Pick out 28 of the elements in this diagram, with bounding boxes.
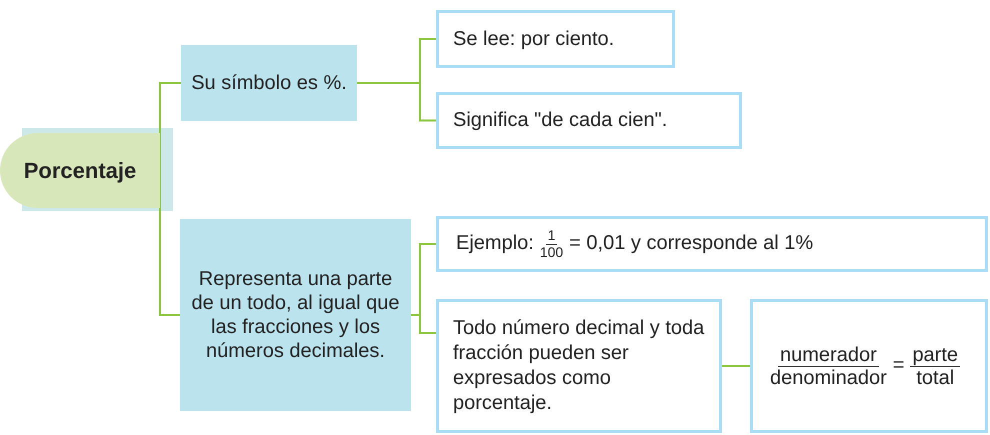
- detail-text: Significa "de cada cien".: [453, 108, 668, 133]
- connector-line: [159, 82, 181, 172]
- connector-line: [411, 314, 436, 334]
- connector-line: [722, 365, 750, 367]
- fraction-denominator: denominador: [770, 366, 887, 388]
- equals-sign: =: [892, 354, 904, 376]
- connector-line: [357, 82, 436, 122]
- connector-line: [159, 170, 180, 316]
- example-text: Ejemplo:: [456, 232, 534, 254]
- concept-box: [181, 45, 357, 121]
- fraction-denominator: total: [916, 366, 954, 388]
- detail-text: Todo número decimal y toda fracción pueden ser expresados como porcentaje.: [453, 316, 705, 416]
- detail-box: [436, 299, 722, 433]
- concept-text: Representa una parte de un todo, al igual que las fracciones y los números decimales.: [190, 267, 400, 363]
- concept-text: Su símbolo es %.: [191, 71, 347, 95]
- concept-box: [180, 219, 411, 411]
- detail-text: Se lee: por ciento.: [453, 26, 614, 52]
- topic-box: [0, 133, 160, 208]
- topic-title: Porcentaje: [24, 158, 136, 184]
- detail-box: [436, 10, 675, 68]
- fraction-numerator: numerador: [778, 344, 879, 366]
- detail-box: [436, 92, 742, 149]
- fraction-numerator: parte: [910, 344, 960, 366]
- example-text: = 0,01 y corresponde al 1%: [569, 232, 814, 254]
- fraction-numerator: 1: [546, 228, 558, 244]
- fraction-denominator: 100: [540, 244, 564, 260]
- example-box: [436, 216, 988, 272]
- formula-box: [750, 299, 988, 433]
